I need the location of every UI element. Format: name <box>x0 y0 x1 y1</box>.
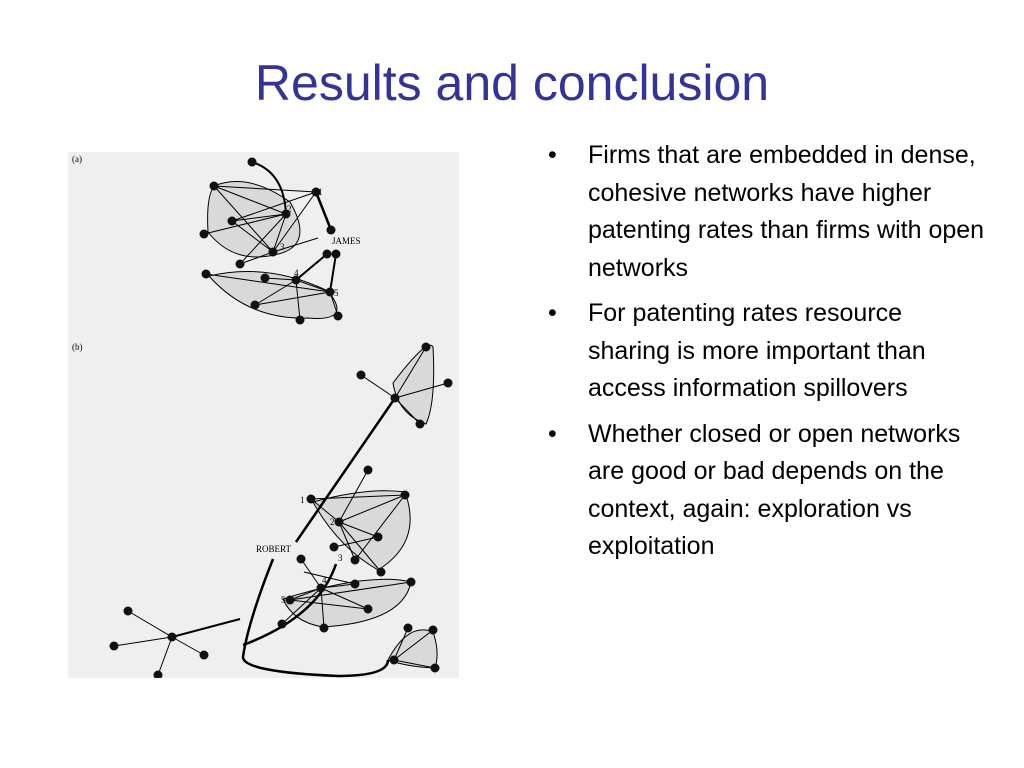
cluster-b-4 <box>387 629 438 669</box>
slide-title: Results and conclusion <box>254 55 770 111</box>
panel-a-node-4: 4 <box>294 268 299 278</box>
cluster-b-3 <box>282 578 412 628</box>
panel-b-node-4: 4 <box>322 575 327 585</box>
cluster-b-1 <box>392 344 435 425</box>
network-edges <box>113 161 449 678</box>
panel-b-node-5: 5 <box>281 595 286 605</box>
panel-b-node-3: 3 <box>338 553 343 563</box>
panel-a-node-2: 2 <box>287 204 292 214</box>
bullet-list: Firms that are embedded in dense, cohesi… <box>548 137 988 574</box>
bullet-item: For patenting rates resource sharing is … <box>548 295 988 408</box>
panel-b-node-2: 2 <box>330 517 335 527</box>
network-nodes <box>109 157 453 678</box>
panel-b-ego-name: ROBERT <box>256 544 291 554</box>
bullet-item: Whether closed or open networks are good… <box>548 416 988 566</box>
panel-a-node-3: 3 <box>280 242 285 252</box>
cluster-shading <box>207 181 438 669</box>
panel-a-node-5: 5 <box>334 288 339 298</box>
network-diagram: (a) 1 2 3 4 5 JAMES (b) 1 2 3 4 5 ROBERT <box>72 154 453 678</box>
panel-a-label: (a) <box>72 154 82 164</box>
network-diagram-figure: (a) 1 2 3 4 5 JAMES (b) 1 2 3 4 5 ROBERT <box>68 152 459 678</box>
bullet-item: Firms that are embedded in dense, cohesi… <box>548 137 988 287</box>
cluster-a-1 <box>207 181 301 258</box>
panel-b-node-1: 1 <box>300 495 305 505</box>
panel-a-ego-name: JAMES <box>332 236 361 246</box>
panel-a-node-1: 1 <box>318 187 323 197</box>
diagram-labels: (a) 1 2 3 4 5 JAMES (b) 1 2 3 4 5 ROBERT <box>72 154 361 605</box>
panel-b-label: (b) <box>72 342 83 352</box>
